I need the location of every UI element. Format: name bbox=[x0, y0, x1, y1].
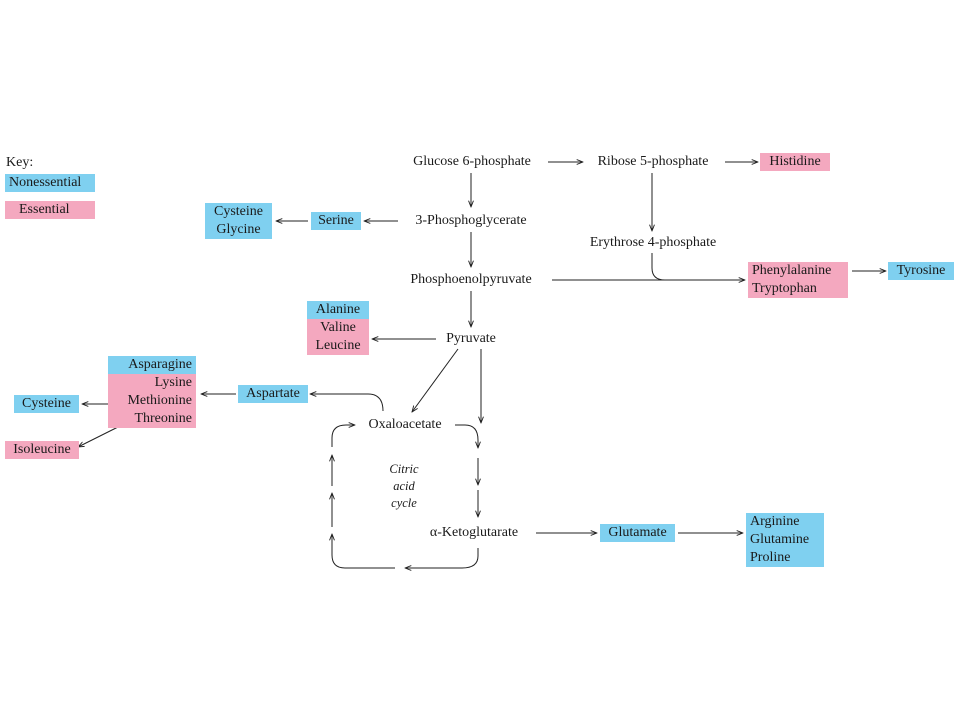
cycle-arrow-bottom-left bbox=[332, 534, 395, 569]
cysteine-2: Cysteine bbox=[14, 395, 79, 413]
glycine: Glycine bbox=[205, 221, 272, 239]
histidine: Histidine bbox=[760, 153, 830, 171]
proline: Proline bbox=[746, 549, 824, 567]
cycle-arrow-bottom bbox=[405, 548, 479, 568]
isoleucine: Isoleucine bbox=[5, 441, 79, 459]
valine: Valine bbox=[307, 319, 369, 337]
cycle-label-line-3: cycle bbox=[391, 496, 417, 510]
alpha-ketoglutarate: α-Ketoglutarate bbox=[429, 525, 519, 540]
cycle-arrow-oxaloacetate-exit bbox=[455, 424, 478, 448]
leucine: Leucine bbox=[307, 337, 369, 355]
asparagine: Asparagine bbox=[108, 356, 196, 374]
glutamine: Glutamine bbox=[746, 531, 824, 549]
cycle-arrow-top-left bbox=[331, 425, 355, 447]
glutamate-box: Glutamate bbox=[600, 524, 675, 542]
pyruvate: Pyruvate bbox=[446, 331, 496, 346]
cysteine-box: Cysteine bbox=[14, 395, 79, 413]
erythrose-4-phosphate: Erythrose 4-phosphate bbox=[589, 235, 717, 250]
glutamate-family-box: Arginine Glutamine Proline bbox=[746, 513, 824, 567]
serine-box: Serine bbox=[311, 212, 361, 230]
oxaloacetate: Oxaloacetate bbox=[368, 417, 442, 432]
methionine: Methionine bbox=[108, 392, 196, 410]
cysteine: Cysteine bbox=[205, 203, 272, 221]
serine: Serine bbox=[311, 212, 361, 230]
lysine: Lysine bbox=[108, 374, 196, 392]
aspartate-family-box: Asparagine Lysine Methionine Threonine bbox=[108, 356, 196, 428]
alanine-valine-leucine-box: Alanine Valine Leucine bbox=[307, 301, 369, 355]
alanine: Alanine bbox=[307, 301, 369, 319]
tryptophan: Tryptophan bbox=[748, 280, 848, 298]
aspartate: Aspartate bbox=[238, 385, 308, 403]
histidine-box: Histidine bbox=[760, 153, 830, 171]
phosphoenolpyruvate: Phosphoenolpyruvate bbox=[410, 272, 532, 287]
glucose-6-phosphate: Glucose 6-phosphate bbox=[413, 154, 531, 169]
cycle-label-line-1: Citric bbox=[389, 462, 419, 476]
tyrosine: Tyrosine bbox=[888, 262, 954, 280]
isoleucine-box: Isoleucine bbox=[5, 441, 79, 459]
threonine: Threonine bbox=[108, 410, 196, 428]
aspartate-box: Aspartate bbox=[238, 385, 308, 403]
ribose-5-phosphate: Ribose 5-phosphate bbox=[597, 154, 709, 169]
glutamate: Glutamate bbox=[600, 524, 675, 542]
phenylalanine-tryptophan-box: Phenylalanine Tryptophan bbox=[748, 262, 848, 298]
key-nonessential-label: Nonessential bbox=[5, 174, 95, 192]
arginine: Arginine bbox=[746, 513, 824, 531]
arrow-erythrose4p-join bbox=[651, 253, 666, 281]
citric-acid-cycle-label: Citric acid cycle bbox=[374, 461, 434, 512]
phenylalanine: Phenylalanine bbox=[748, 262, 848, 280]
key-essential-label: Essential bbox=[5, 201, 95, 219]
key-title: Key: bbox=[6, 155, 34, 170]
tyrosine-box: Tyrosine bbox=[888, 262, 954, 280]
key-essential: Essential bbox=[5, 201, 95, 219]
arrow-oxaloacetate-to-aspartate bbox=[310, 394, 384, 412]
arrow-pyruvate-to-oxaloacetate bbox=[412, 348, 459, 412]
key-nonessential: Nonessential bbox=[5, 174, 95, 192]
3-phosphoglycerate: 3-Phosphoglycerate bbox=[415, 213, 527, 228]
cysteine-glycine-box: Cysteine Glycine bbox=[205, 203, 272, 239]
cycle-label-line-2: acid bbox=[393, 479, 415, 493]
